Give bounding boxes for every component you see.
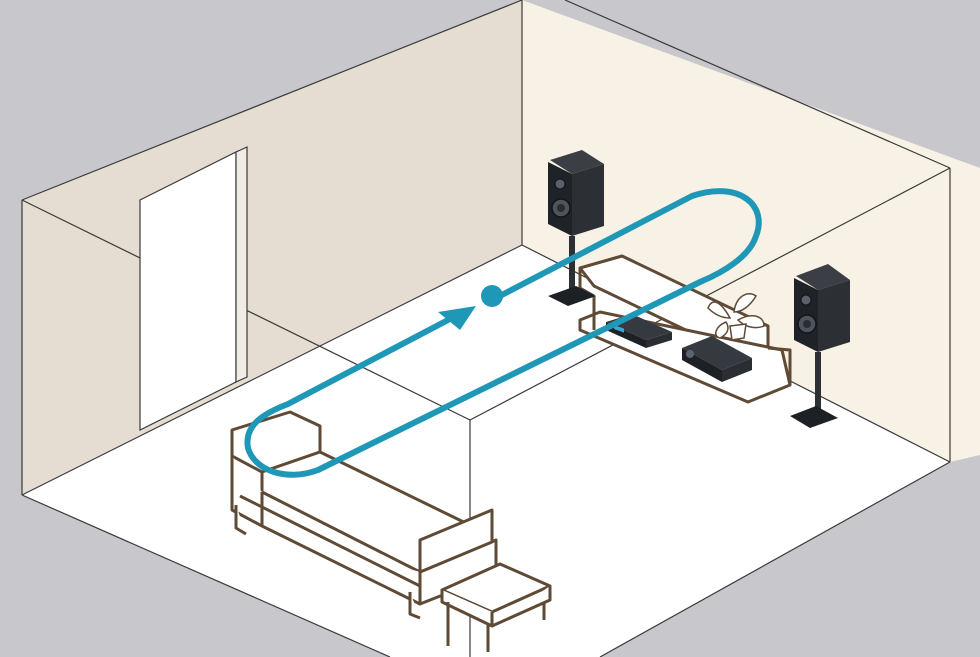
loop-arrow-icon <box>244 188 762 478</box>
potted-plant-icon <box>707 292 765 341</box>
side-table <box>440 562 552 652</box>
doorway <box>139 146 248 431</box>
right-speaker <box>790 264 850 428</box>
left-speaker <box>548 150 604 306</box>
path-arrowhead <box>438 306 476 330</box>
right-wall <box>522 0 980 462</box>
streamer-device <box>682 336 752 382</box>
dot-marker-icon <box>481 285 503 307</box>
sofa <box>230 410 498 620</box>
